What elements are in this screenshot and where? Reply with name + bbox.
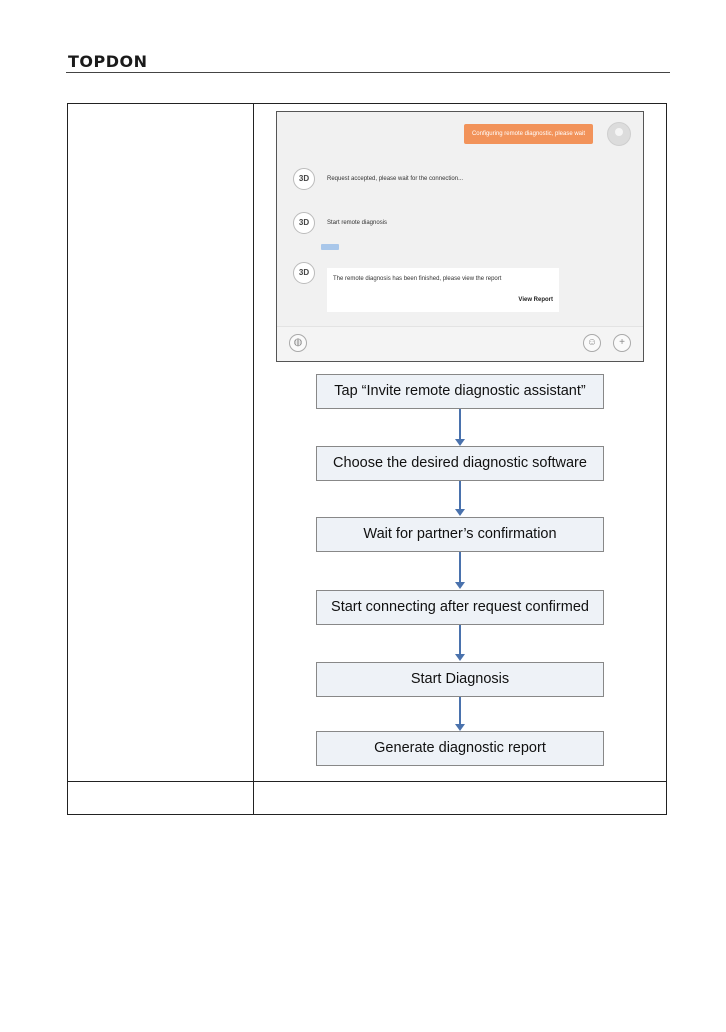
emoji-icon[interactable]: ☺	[583, 334, 601, 352]
report-card: The remote diagnosis has been finished, …	[327, 268, 559, 312]
user-avatar	[607, 122, 631, 146]
flow-arrow	[455, 625, 465, 661]
flow-arrow	[455, 697, 465, 731]
message-request-accepted: Request accepted, please wait for the co…	[327, 176, 464, 182]
flow-step-6: Generate diagnostic report	[316, 731, 604, 766]
bottom-input-bar: ◍ ☺ +	[277, 326, 643, 361]
message-start-diagnosis: Start remote diagnosis	[327, 220, 388, 226]
assistant-avatar: 3D	[293, 168, 315, 190]
assistant-avatar: 3D	[293, 212, 315, 234]
plus-icon[interactable]: +	[613, 334, 631, 352]
report-finished-text: The remote diagnosis has been finished, …	[333, 276, 502, 282]
table-row-divider	[68, 781, 666, 782]
topdon-logo: TOPDON	[68, 52, 148, 71]
status-chip	[321, 244, 339, 250]
assistant-avatar: 3D	[293, 262, 315, 284]
chat-screenshot: Configuring remote diagnostic, please wa…	[276, 111, 644, 362]
flow-step-2: Choose the desired diagnostic software	[316, 446, 604, 481]
flow-step-3: Wait for partner’s confirmation	[316, 517, 604, 552]
flow-arrow	[455, 552, 465, 589]
flow-arrow	[455, 409, 465, 446]
flow-step-1: Tap “Invite remote diagnostic assistant”	[316, 374, 604, 409]
table-column-divider	[253, 104, 254, 814]
voice-icon[interactable]: ◍	[289, 334, 307, 352]
outgoing-message: Configuring remote diagnostic, please wa…	[463, 124, 593, 144]
flow-step-5: Start Diagnosis	[316, 662, 604, 697]
content-table	[67, 103, 667, 815]
flow-step-4: Start connecting after request confirmed	[316, 590, 604, 625]
flow-arrow	[455, 481, 465, 516]
header-divider	[66, 72, 670, 73]
view-report-link[interactable]: View Report	[518, 297, 553, 303]
